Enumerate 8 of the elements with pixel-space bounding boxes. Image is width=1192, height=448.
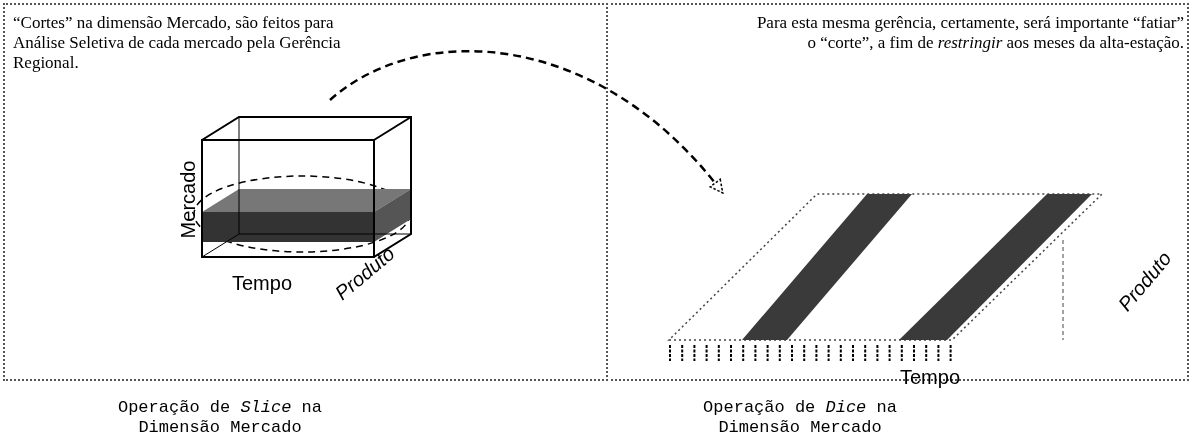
description-text: “Cortes” na dimensão Mercado, são feitos para Análise Seletiva de cada mercado pela Gerência Regional. [13, 13, 342, 73]
description-text: Para esta mesma gerência, certamente, será importante “fatiar” o “corte”, a fim de restringir aos meses da alta-estação. [755, 13, 1184, 53]
figure-caption: Operação de Slice na Dimensão Mercado [116, 398, 323, 438]
axis-label: Tempo [900, 366, 961, 389]
axis-label: Tempo [232, 272, 293, 295]
curved-arrow [329, 50, 724, 194]
figure-caption: Operação de Dice na Dimensão Mercado [702, 398, 898, 438]
axis-label: Mercado [177, 160, 201, 239]
